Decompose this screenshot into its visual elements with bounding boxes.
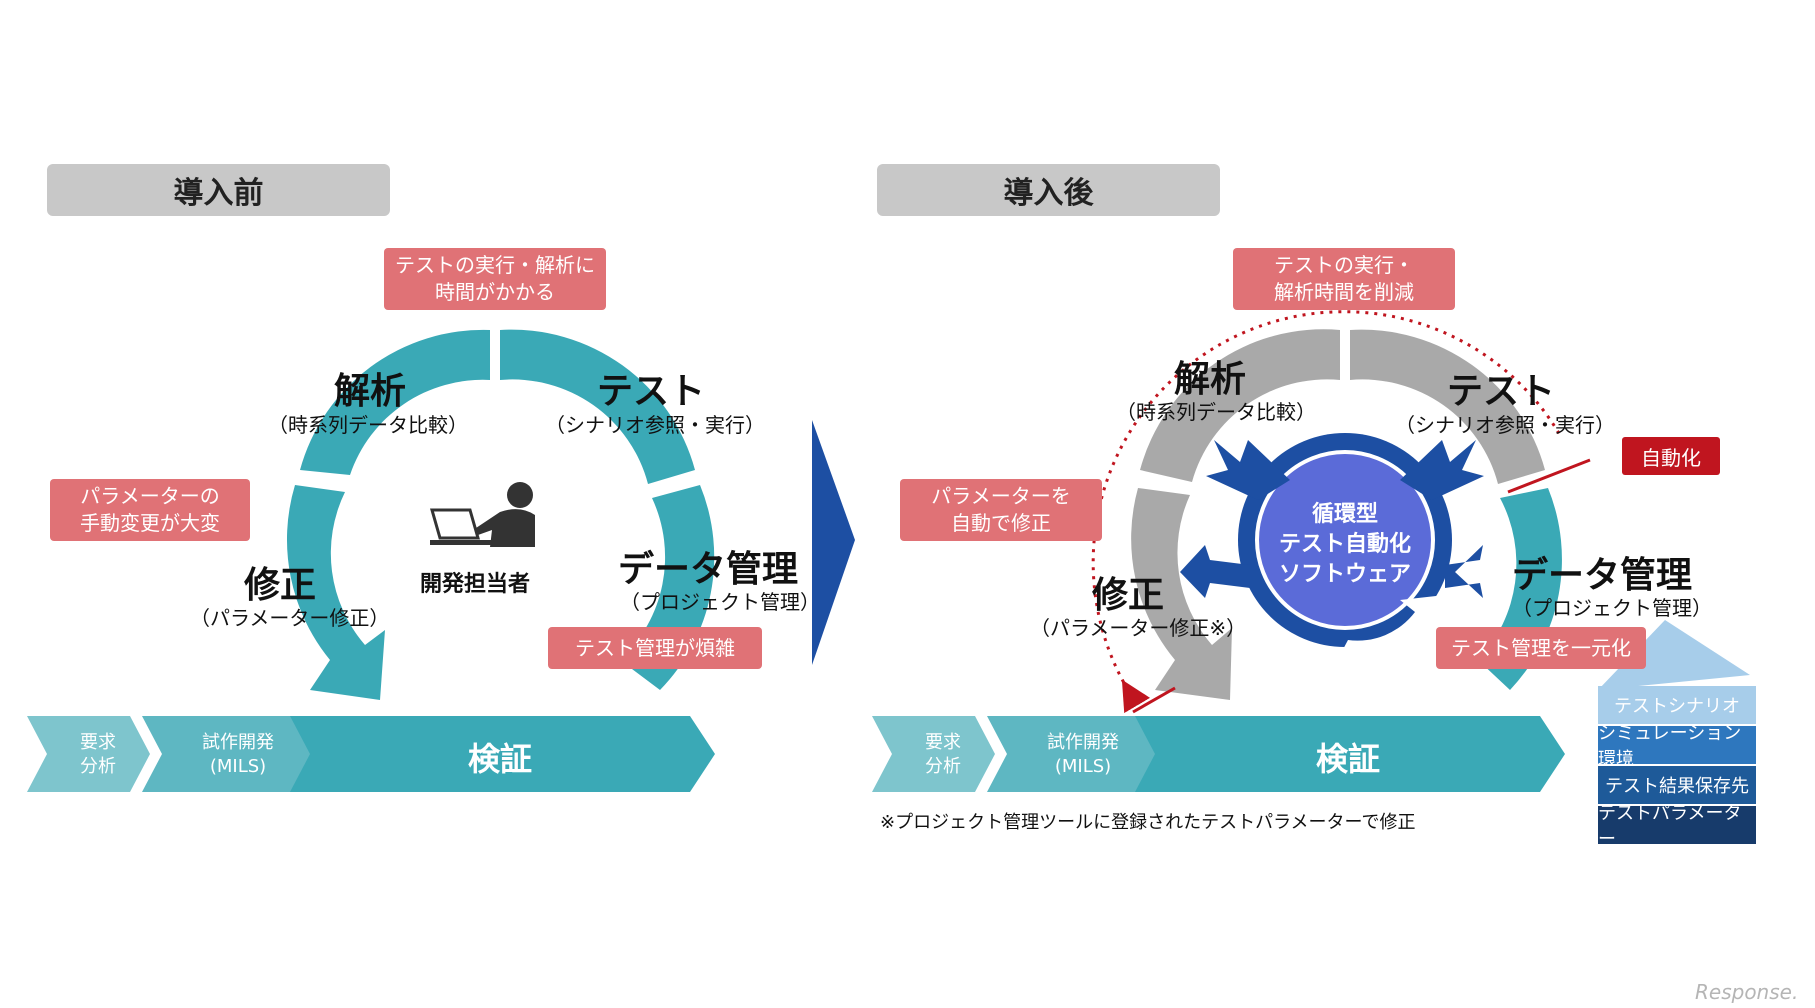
after-chevron-req xyxy=(872,716,995,792)
person-at-laptop-icon xyxy=(430,482,535,547)
after-stage-test-sub: （シナリオ参照・実行） xyxy=(1395,413,1615,437)
before-stage-test-title: テスト xyxy=(596,371,705,412)
after-stage-analysis-sub: （時系列データ比較） xyxy=(1116,400,1316,424)
before-chevron-proto xyxy=(142,716,315,792)
hub-arrow-up-left xyxy=(1206,440,1290,500)
stack-pointer-triangle xyxy=(1598,620,1750,690)
before-chevron-verify-label: 検証 xyxy=(467,740,532,778)
after-footnote: ※プロジェクト管理ツールに登録されたテストパラメーターで修正 xyxy=(880,812,1416,833)
hub-arrow-curl xyxy=(1340,595,1445,656)
before-stage-fix-title: 修正 xyxy=(243,565,316,606)
before-stage-data-title: データ管理 xyxy=(618,549,799,590)
before-chevron-req-label: 要求 分析 xyxy=(80,732,116,777)
stack-box-simulation: シミュレーション環境 xyxy=(1598,723,1756,770)
after-chevron-verify xyxy=(1135,716,1565,792)
after-ring-fix-segment xyxy=(1131,488,1232,700)
after-auto-tag: 自動化 xyxy=(1622,437,1720,475)
after-chevron-verify-label: 検証 xyxy=(1315,740,1380,778)
after-stage-data-sub: （プロジェクト管理） xyxy=(1512,596,1712,620)
after-process-chevrons xyxy=(872,716,1565,792)
after-chevron-proto xyxy=(987,716,1160,792)
before-callout-left: パラメーターの 手動変更が大変 xyxy=(50,479,250,541)
watermark-logo: Response. xyxy=(1695,980,1799,1004)
before-ring-test-segment xyxy=(500,329,695,484)
after-callout-left: パラメーターを 自動で修正 xyxy=(900,479,1102,541)
before-ring-analysis-segment xyxy=(300,329,490,475)
before-header-label: 導入前 xyxy=(173,176,264,211)
after-stage-fix-sub: （パラメーター修正※） xyxy=(1030,616,1247,640)
transition-arrow-icon xyxy=(812,420,855,665)
hub-arrow-left xyxy=(1180,545,1250,598)
after-header-label: 導入後 xyxy=(1003,176,1094,211)
before-callout-right: テスト管理が煩雑 xyxy=(548,627,762,669)
before-stage-fix-sub: （パラメーター修正） xyxy=(190,606,390,630)
after-stage-test-title: テスト xyxy=(1446,371,1555,412)
before-stage-test-sub: （シナリオ参照・実行） xyxy=(545,413,765,437)
before-chevron-proto-label: 試作開発 (MILS) xyxy=(202,732,274,777)
stack-box-scenario: テストシナリオ xyxy=(1598,686,1756,724)
hub-arrow-right-in xyxy=(1445,545,1483,598)
after-stage-analysis-title: 解析 xyxy=(1173,359,1246,400)
after-chevron-proto-label: 試作開発 (MILS) xyxy=(1047,732,1119,777)
before-stage-data-sub: （プロジェクト管理） xyxy=(620,590,820,614)
after-header: 導入後 xyxy=(877,164,1220,216)
after-auto-marker-bottom xyxy=(1132,686,1176,714)
after-ring-test-segment xyxy=(1350,329,1545,484)
before-stage-analysis-sub: （時系列データ比較） xyxy=(268,413,468,437)
hub-arrow-up-right xyxy=(1400,440,1484,500)
after-ring-analysis-segment xyxy=(1140,329,1340,482)
after-stage-data-title: データ管理 xyxy=(1512,555,1693,596)
before-stage-analysis-title: 解析 xyxy=(333,371,406,412)
before-chevron-req xyxy=(27,716,150,792)
person-label: 開発担当者 xyxy=(420,572,531,597)
before-ring-fix-segment xyxy=(286,485,385,700)
after-callout-right: テスト管理を一元化 xyxy=(1436,627,1646,669)
after-center-label: 循環型 テスト自動化 ソフトウェア xyxy=(1278,502,1411,587)
after-callout-top: テストの実行・ 解析時間を削減 xyxy=(1233,248,1455,310)
before-chevron-verify xyxy=(290,716,715,792)
after-auto-marker-top xyxy=(1507,458,1591,494)
after-center-hub xyxy=(1180,433,1484,656)
after-chevron-req-label: 要求 分析 xyxy=(925,732,961,777)
before-header: 導入前 xyxy=(47,164,390,216)
before-callout-top: テストの実行・解析に 時間がかかる xyxy=(384,248,606,310)
stack-box-results: テスト結果保存先 xyxy=(1598,766,1756,804)
after-stage-fix-title: 修正 xyxy=(1091,575,1164,616)
before-process-chevrons xyxy=(27,716,715,792)
stack-box-parameters: テストパラメーター xyxy=(1598,803,1756,850)
